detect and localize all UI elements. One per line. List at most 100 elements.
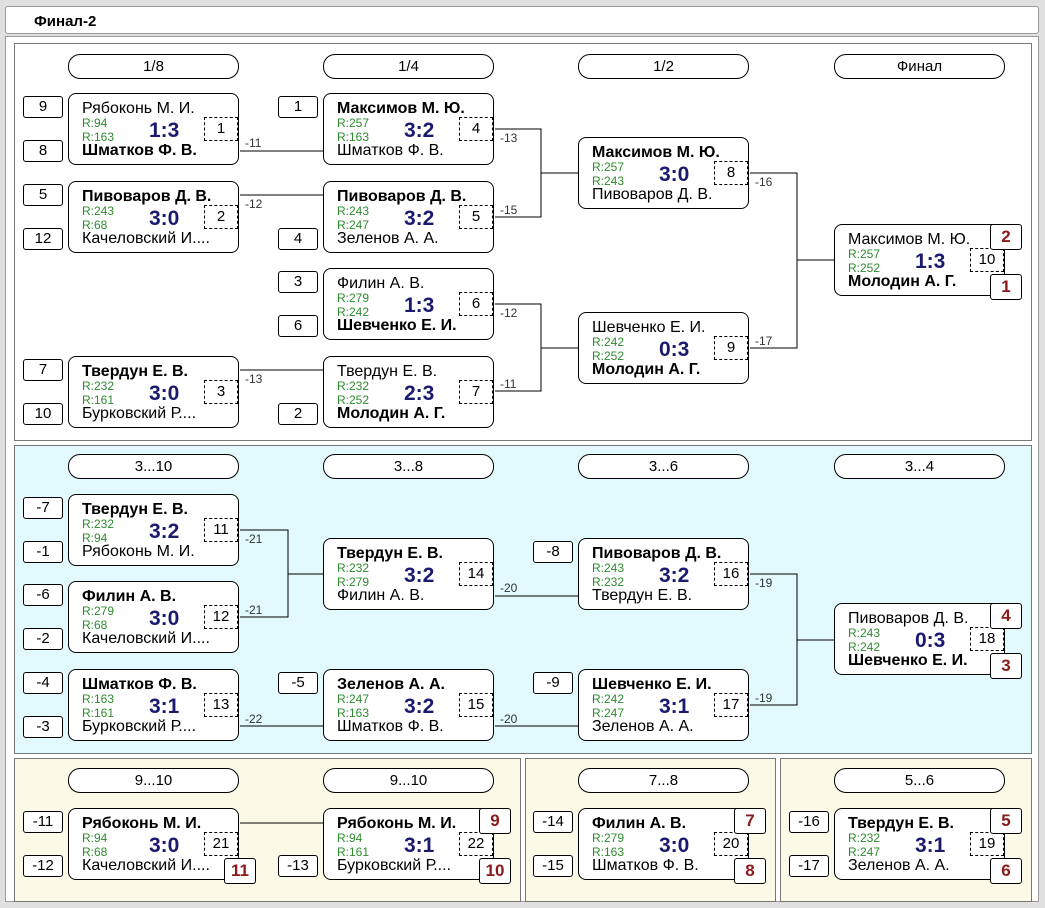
seed-box: 2 bbox=[278, 403, 318, 425]
seed-box: -12 bbox=[23, 855, 63, 877]
player-bottom: Пивоваров Д. В. bbox=[592, 186, 713, 203]
seed-box: -15 bbox=[533, 855, 573, 877]
player-top: Пивоваров Д. В. bbox=[592, 545, 722, 562]
seed-box: -16 bbox=[789, 811, 829, 833]
match-number: 8 bbox=[714, 161, 748, 185]
rating-bottom: R:163 bbox=[592, 845, 625, 859]
match-number: 14 bbox=[459, 562, 493, 586]
rating-bottom: R:242 bbox=[848, 640, 881, 654]
seed-box: -9 bbox=[533, 672, 573, 694]
player-top: Пивоваров Д. В. bbox=[848, 610, 969, 627]
rating-top: R:232 bbox=[848, 831, 881, 845]
match-score: 3:0 bbox=[659, 163, 690, 186]
seed-box: 8 bbox=[23, 140, 63, 162]
match-number: 4 bbox=[459, 117, 493, 141]
seed-box: 10 bbox=[23, 403, 63, 425]
round-header-3-8: 3...8 bbox=[323, 454, 494, 479]
seed-box: -13 bbox=[278, 855, 318, 877]
place-badge: 7 bbox=[734, 808, 766, 834]
player-top: Филин А. В. bbox=[592, 815, 687, 832]
match-number: 22 bbox=[459, 832, 493, 856]
rating-bottom: R:94 bbox=[82, 531, 108, 545]
seed-box: 9 bbox=[23, 96, 63, 118]
match-number: 6 bbox=[459, 292, 493, 316]
seed-box: -8 bbox=[533, 541, 573, 563]
player-bottom: Зеленов А. А. bbox=[592, 718, 694, 735]
match-score: 3:0 bbox=[659, 834, 690, 857]
player-top: Филин А. В. bbox=[82, 588, 177, 605]
player-bottom: Твердун Е. В. bbox=[592, 587, 693, 604]
player-bottom: Молодин А. Г. bbox=[848, 273, 957, 290]
player-top: Шевченко Е. И. bbox=[592, 676, 712, 693]
player-bottom: Шматков Ф. В. bbox=[82, 142, 197, 159]
player-bottom: Бурковский Р.... bbox=[82, 405, 197, 422]
rating-top: R:232 bbox=[82, 517, 115, 531]
link-label-m16: -19 bbox=[755, 576, 773, 590]
seed-box: 5 bbox=[23, 184, 63, 206]
connector-m16-m17-m18 bbox=[750, 573, 834, 706]
connector-m11-m12-m14 bbox=[240, 529, 323, 618]
match-score: 1:3 bbox=[404, 294, 435, 317]
rating-bottom: R:279 bbox=[337, 575, 370, 589]
rating-top: R:279 bbox=[337, 291, 370, 305]
player-bottom: Бурковский Р.... bbox=[337, 857, 452, 874]
round-header-9-10-a: 9...10 bbox=[68, 768, 239, 793]
link-label-m12: -21 bbox=[245, 603, 263, 617]
player-bottom: Шевченко Е. И. bbox=[337, 317, 457, 334]
place-badge: 9 bbox=[479, 808, 511, 834]
place-badge: 2 bbox=[990, 224, 1022, 250]
seed-box: 7 bbox=[23, 359, 63, 381]
player-bottom: Шевченко Е. И. bbox=[848, 652, 968, 669]
player-top: Максимов М. Ю. bbox=[592, 144, 720, 161]
rating-top: R:247 bbox=[337, 692, 370, 706]
rating-bottom: R:252 bbox=[592, 349, 625, 363]
match-number: 3 bbox=[204, 380, 238, 404]
match-score: 3:0 bbox=[149, 382, 180, 405]
rating-bottom: R:68 bbox=[82, 618, 108, 632]
rating-top: R:279 bbox=[82, 604, 115, 618]
connector-m8-m9-m10 bbox=[750, 172, 834, 349]
match-number: 21 bbox=[204, 832, 238, 856]
seed-box: -4 bbox=[23, 672, 63, 694]
match-score: 3:2 bbox=[404, 207, 435, 230]
player-bottom: Качеловский И.... bbox=[82, 630, 210, 647]
player-bottom: Филин А. В. bbox=[337, 587, 425, 604]
match-number: 16 bbox=[714, 562, 748, 586]
player-top: Зеленов А. А. bbox=[337, 676, 445, 693]
player-bottom: Шматков Ф. В. bbox=[592, 857, 699, 874]
player-bottom: Молодин А. Г. bbox=[337, 405, 446, 422]
round-header-7-8: 7...8 bbox=[578, 768, 749, 793]
player-bottom: Шматков Ф. В. bbox=[337, 142, 444, 159]
link-label-m7: -11 bbox=[500, 377, 517, 391]
connector-m6-m7-m9 bbox=[495, 303, 578, 392]
rating-top: R:243 bbox=[82, 204, 115, 218]
round-header-1-8: 1/8 bbox=[68, 54, 239, 79]
link-label-m17: -19 bbox=[755, 691, 773, 705]
seed-box: -2 bbox=[23, 628, 63, 650]
match-score: 3:0 bbox=[149, 207, 180, 230]
player-top: Шевченко Е. И. bbox=[592, 319, 706, 336]
match-score: 3:1 bbox=[404, 834, 435, 857]
